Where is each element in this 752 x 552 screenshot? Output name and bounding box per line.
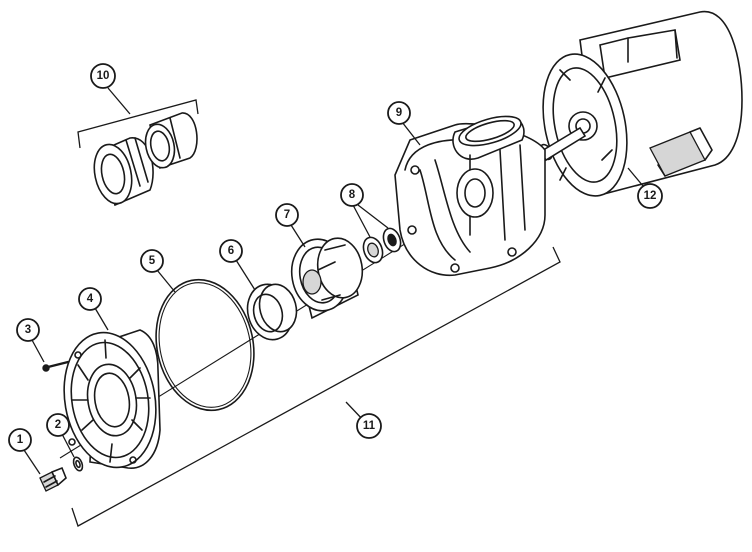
assembly-bracket <box>71 246 561 527</box>
svg-text:5: 5 <box>149 255 156 267</box>
callout-4: 4 <box>78 287 102 311</box>
svg-text:6: 6 <box>228 245 234 257</box>
svg-text:10: 10 <box>97 70 110 82</box>
drain-plug <box>39 466 67 492</box>
callout-10: 10 <box>90 63 116 89</box>
svg-text:1: 1 <box>17 434 24 446</box>
svg-text:11: 11 <box>363 420 376 432</box>
union-fitting <box>93 112 198 207</box>
callout-6: 6 <box>219 239 243 263</box>
leader-2 <box>61 433 75 458</box>
svg-text:3: 3 <box>25 324 31 336</box>
svg-text:4: 4 <box>87 293 94 305</box>
svg-text:8: 8 <box>349 189 356 201</box>
callout-8: 8 <box>340 183 364 207</box>
leader-1 <box>23 449 41 475</box>
leader-6 <box>235 259 256 291</box>
callout-3: 3 <box>16 318 40 342</box>
bracket-10 <box>77 99 199 149</box>
callout-12: 12 <box>637 183 663 209</box>
svg-text:12: 12 <box>644 190 657 202</box>
motor <box>529 10 743 197</box>
leader-7 <box>290 224 306 248</box>
faceplate <box>63 329 161 469</box>
callout-1: 1 <box>8 428 32 452</box>
impeller <box>290 237 364 320</box>
leader-3 <box>31 339 45 363</box>
callout-11: 11 <box>356 413 382 439</box>
callout-9: 9 <box>387 101 411 125</box>
callout-2: 2 <box>46 413 70 437</box>
washer <box>72 456 84 472</box>
callout-7: 7 <box>275 203 299 227</box>
leader-8 <box>352 204 389 238</box>
wear-ring <box>246 283 298 341</box>
o-ring <box>155 278 255 412</box>
leader-10 <box>107 87 131 115</box>
leader-4 <box>94 307 109 331</box>
svg-text:7: 7 <box>284 209 290 221</box>
callout-5: 5 <box>140 249 164 273</box>
shaft-seal <box>362 227 402 264</box>
leader-9 <box>401 121 421 146</box>
leader-5 <box>156 269 176 293</box>
pump-housing <box>394 115 546 277</box>
svg-text:9: 9 <box>396 107 402 119</box>
screw <box>42 360 70 372</box>
svg-text:2: 2 <box>55 419 61 431</box>
